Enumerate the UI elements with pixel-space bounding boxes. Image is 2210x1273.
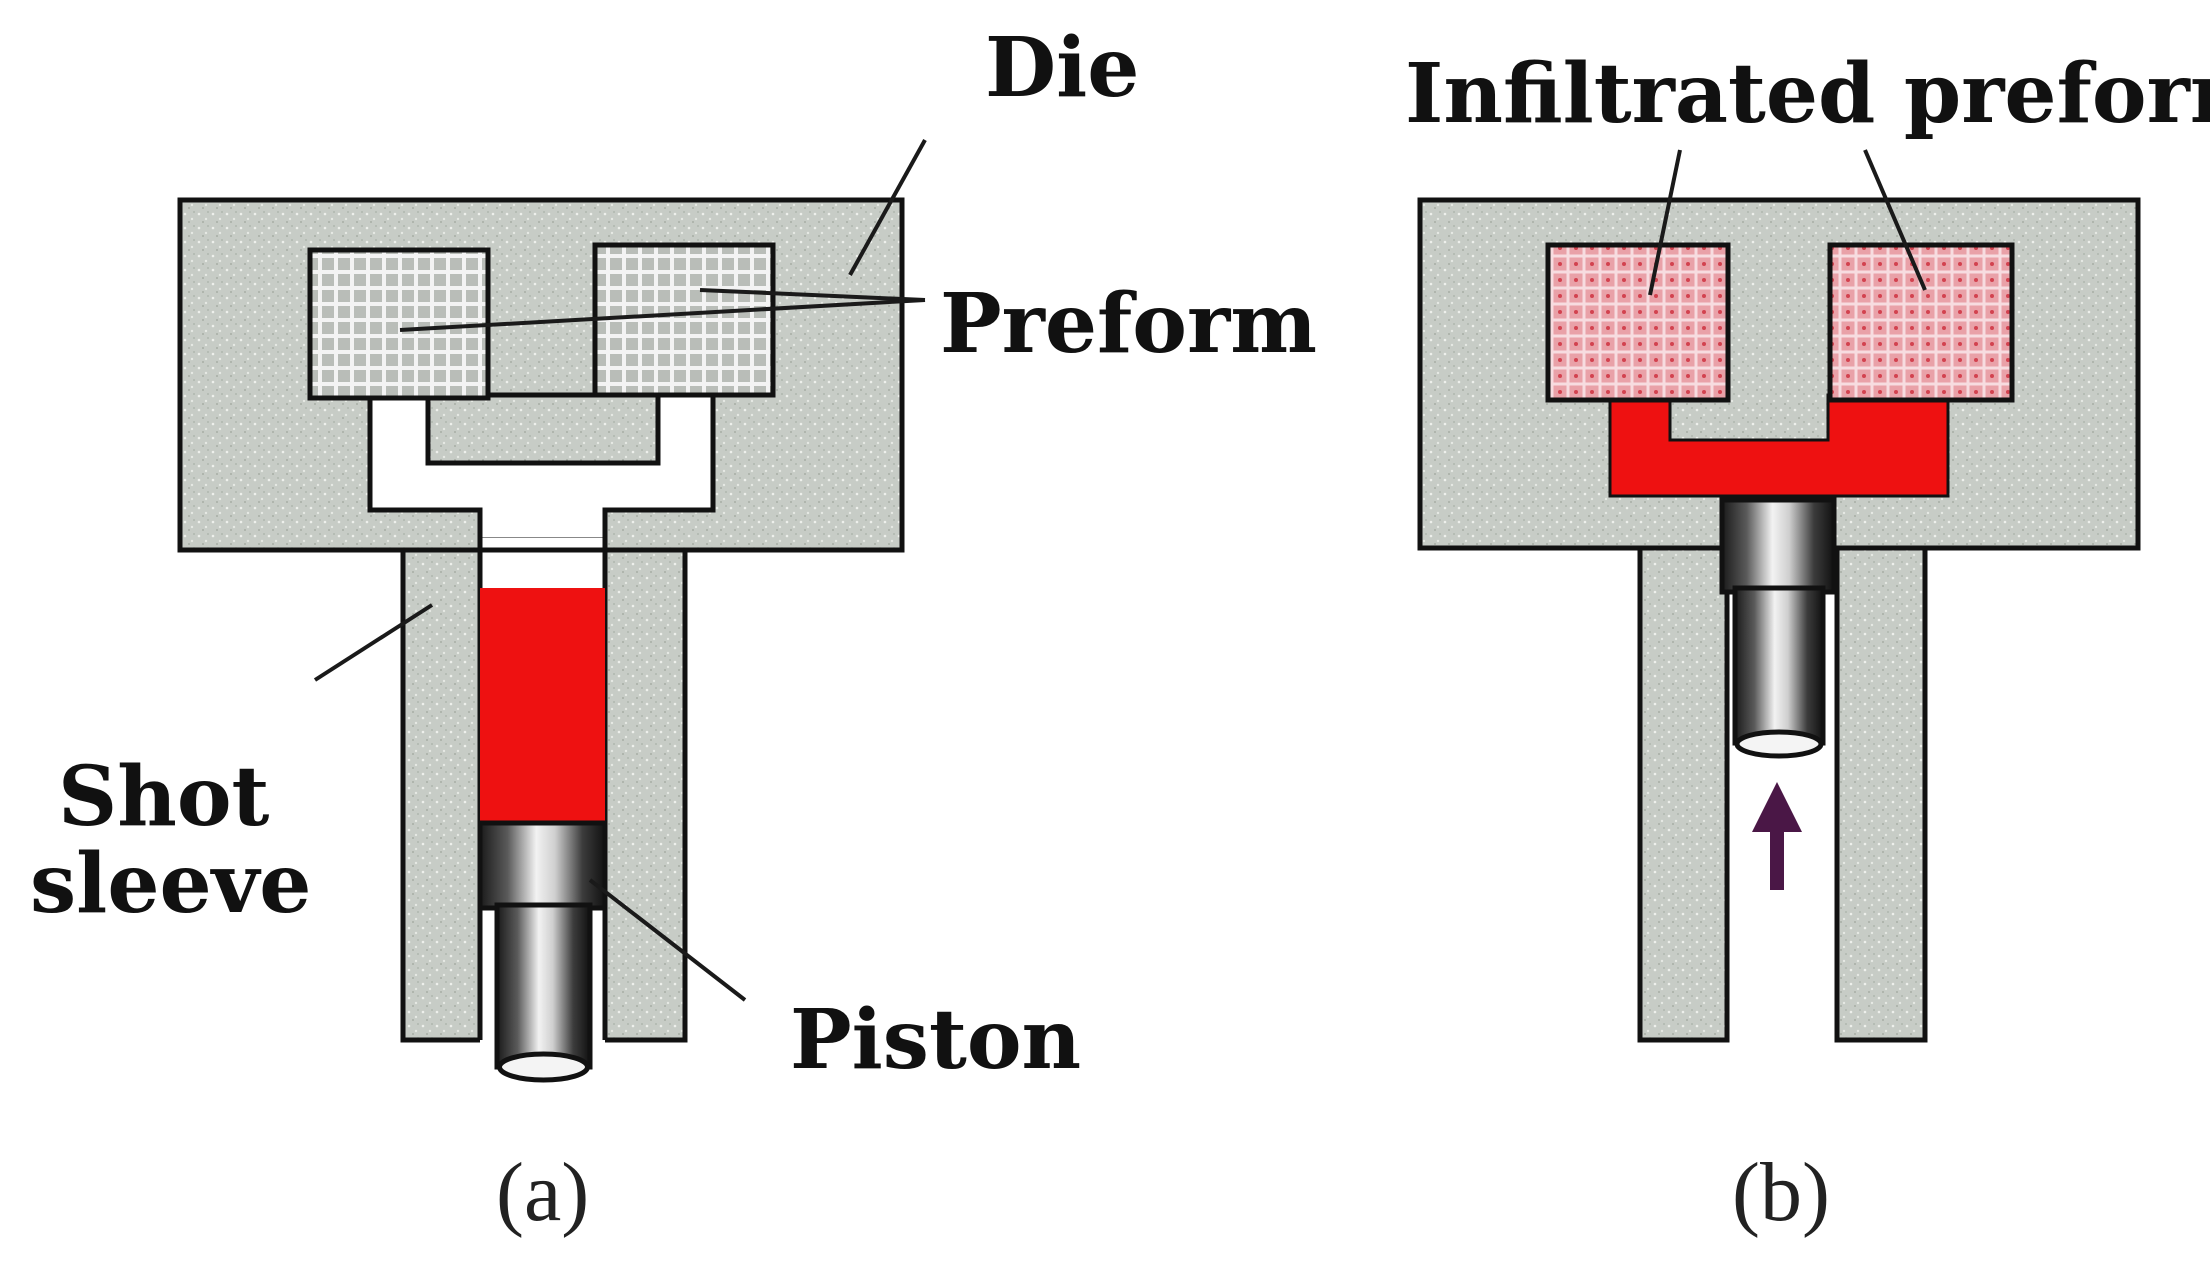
infiltrated-preform-right [1827,242,2015,403]
piston-rod-end [497,1051,590,1083]
piston-b-rod-end [1734,729,1824,759]
preform-label: Preform [940,276,1317,372]
infiltrated-preform-left [1545,242,1731,403]
panel-a: Die Preform Shot sleeve Piston (a) [30,20,1317,1239]
molten-metal [480,588,605,823]
shot-sleeve-b-left-wall [1637,542,1730,1043]
preform-right [592,242,776,398]
infiltrated-preform-label: Infiltrated preform [1405,46,2210,142]
upward-arrow-icon [1752,782,1802,890]
panel-a-caption: (a) [496,1146,589,1239]
piston-b-rod [1732,585,1826,746]
shot-sleeve-b-right-wall [1834,542,1928,1043]
piston-b-head [1719,497,1837,595]
panel-b: Infiltrated preform (b) [1405,46,2210,1239]
die-label: Die [985,20,1139,116]
shot-sleeve-label-line1: Shot [58,749,270,845]
shot-sleeve-label-line2: sleeve [30,836,311,932]
piston-label: Piston [790,992,1081,1088]
panel-b-caption: (b) [1732,1146,1830,1239]
die-block [177,197,905,553]
die-runner-core [425,392,661,466]
piston-rod [494,902,593,1070]
piston-head [477,820,608,911]
preform-left [307,247,491,401]
